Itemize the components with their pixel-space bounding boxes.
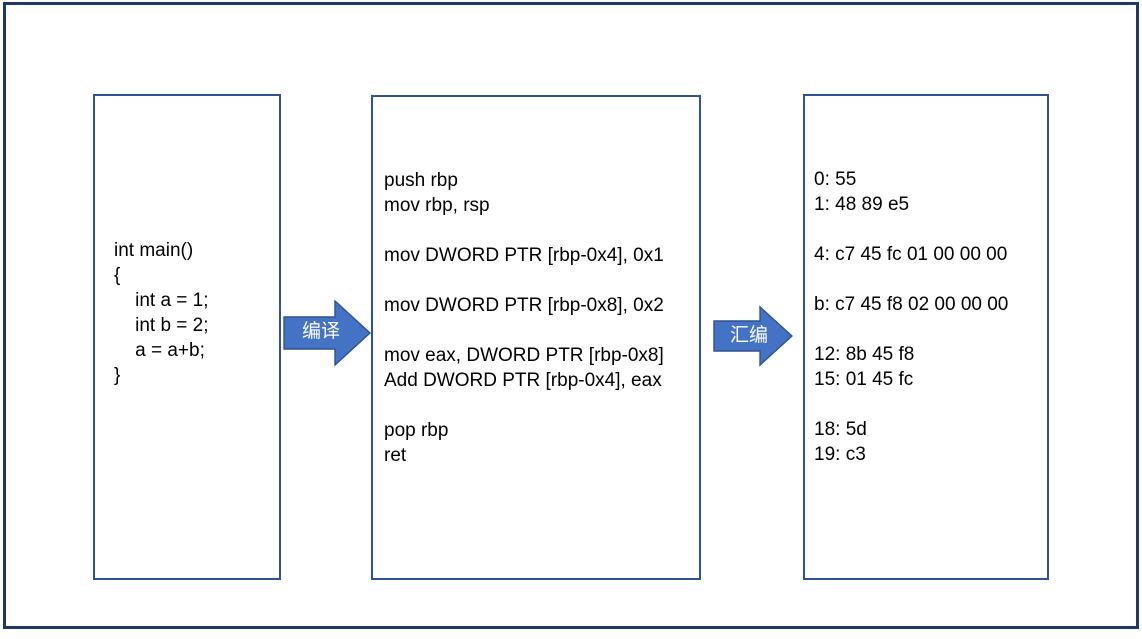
- right-arrow-icon: [283, 299, 371, 367]
- assembly-code-box: [371, 95, 701, 580]
- assemble-arrow-label: 汇编: [729, 325, 768, 346]
- source-code-box: [93, 94, 281, 580]
- machine-code-box: [803, 94, 1049, 580]
- machine-code-text: 0: 55 1: 48 89 e5 4: c7 45 fc 01 00 00 0…: [814, 169, 1009, 465]
- slide-frame: int main() { int a = 1; int b = 2; a = a…: [3, 2, 1139, 629]
- compile-arrow-label: 编译: [301, 321, 340, 342]
- assemble-arrow: 汇编: [713, 305, 793, 367]
- right-arrow-icon: [713, 305, 793, 367]
- source-code-text: int main() { int a = 1; int b = 2; a = a…: [114, 240, 209, 386]
- compile-arrow: 编译: [283, 299, 371, 367]
- assembly-code-text: push rbp mov rbp, rsp mov DWORD PTR [rbp…: [384, 170, 664, 466]
